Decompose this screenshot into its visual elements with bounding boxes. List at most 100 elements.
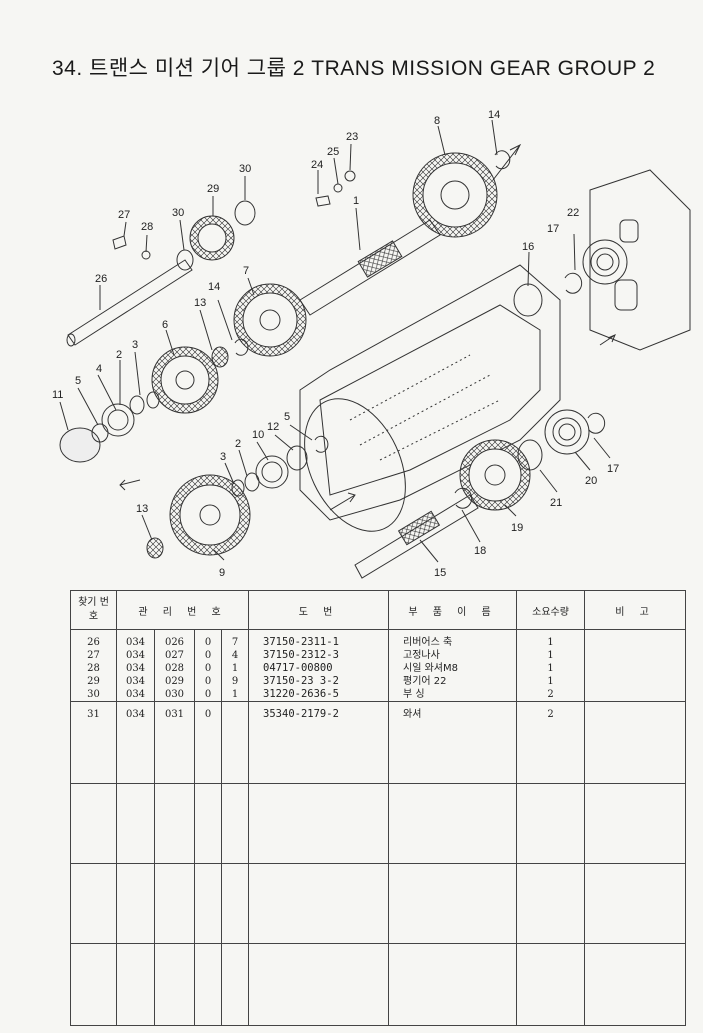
callout-16: 16 <box>522 241 534 253</box>
callout-14b: 14 <box>208 281 220 293</box>
table-cell-drawing: 31220-2636-5 <box>263 688 339 700</box>
table-cell-c2: 026 <box>164 637 185 648</box>
table-cell-qty: 1 <box>547 650 554 661</box>
callout-2: 2 <box>116 349 122 361</box>
callout-15: 15 <box>434 567 446 579</box>
callout-4: 4 <box>96 363 102 375</box>
table-row-empty <box>70 783 687 864</box>
table-cell-name: 평기어 22 <box>403 676 447 687</box>
table-cell-c3: 0 <box>194 701 222 784</box>
header-drawing-no: 도 번 <box>248 590 390 630</box>
table-cell-ref: 28 <box>87 663 100 674</box>
table-cell-qty: 1 <box>547 663 554 674</box>
table-cell-c1: 034 <box>125 663 146 674</box>
bearing-4 <box>101 403 135 437</box>
table-cell-ref: 27 <box>87 650 100 661</box>
header-qty: 소요수량 <box>516 590 586 630</box>
table-cell-c2: 028 <box>164 663 185 674</box>
table-cell-c3: 0 <box>204 663 212 674</box>
callout-2b: 2 <box>235 438 241 450</box>
header-ref-no: 찾기 번호 <box>70 590 117 630</box>
table-cell-c4: 9 <box>231 676 239 687</box>
callout-17: 17 <box>547 223 559 235</box>
table-cell-drawing: 04717-00800 <box>263 662 333 674</box>
gear-29 <box>189 215 235 261</box>
table-cell-c2: 027 <box>164 650 185 661</box>
table-cell-name: 리버어스 축 <box>403 637 453 648</box>
table-cell-name: 시일 와셔M8 <box>403 663 459 674</box>
callout-1: 1 <box>353 195 359 207</box>
callout-9: 9 <box>219 567 225 579</box>
bearing-20 <box>544 409 590 455</box>
callout-10: 10 <box>252 429 264 441</box>
callout-11: 11 <box>52 389 63 401</box>
reverse-shaft <box>66 259 193 347</box>
table-cell-qty: 2 <box>547 689 554 700</box>
gear-7 <box>233 283 307 357</box>
exploded-parts-diagram: 1 2 3 4 5 6 7 8 9 10 11 12 13 14 15 16 1… <box>52 109 691 579</box>
table-cell-c3: 0 <box>204 650 212 661</box>
callout-30: 30 <box>239 163 251 175</box>
table-row-empty <box>70 943 687 1026</box>
bearing-22 <box>582 239 628 285</box>
table-cell-ref: 31 <box>70 701 117 784</box>
callout-13: 13 <box>194 297 206 309</box>
gear-9 <box>169 474 251 556</box>
table-cell-c3: 0 <box>204 637 212 648</box>
gear-6 <box>151 346 219 414</box>
table-cell-drawing: 37150-2311-1 <box>263 636 339 648</box>
table-cell-remarks <box>584 629 687 702</box>
callout-19: 19 <box>511 522 523 534</box>
callout-23: 23 <box>346 131 358 143</box>
table-cell-ref: 29 <box>87 676 100 687</box>
table-cell-drawing: 37150-23 3-2 <box>263 675 339 687</box>
table-cell-c4: 1 <box>231 689 239 700</box>
callout-5: 5 <box>75 375 81 387</box>
callout-5b: 5 <box>284 411 290 423</box>
table-cell-qty: 1 <box>547 637 554 648</box>
gear-19 <box>459 439 531 511</box>
callout-17b: 17 <box>607 463 619 475</box>
table-cell-name: 고정나사 <box>403 650 440 661</box>
callout-3b: 3 <box>220 451 226 463</box>
header-part-name: 부 품 이 름 <box>388 590 518 630</box>
main-shaft <box>299 219 441 316</box>
table-cell-c2: 029 <box>164 676 185 687</box>
callout-7: 7 <box>243 265 249 277</box>
table-cell-c1: 034 <box>125 637 146 648</box>
table-cell-c1: 034 <box>116 701 155 784</box>
callout-18: 18 <box>474 545 486 557</box>
table-cell-remarks <box>584 701 687 784</box>
table-cell-ref: 26 <box>87 637 100 648</box>
table-cell-c1: 034 <box>125 650 146 661</box>
callout-28: 28 <box>141 221 153 233</box>
parts-table: 찾기 번호 관 리 번 호 도 번 부 품 이 름 소요수량 비 고 26 27… <box>70 590 687 1026</box>
table-cell-c3: 0 <box>204 689 212 700</box>
gear-8 <box>412 152 498 238</box>
callout-8: 8 <box>434 115 440 127</box>
callout-3: 3 <box>132 339 138 351</box>
callout-30b: 30 <box>172 207 184 219</box>
table-cell-qty: 2 <box>516 701 586 784</box>
table-cell-c3: 0 <box>204 676 212 687</box>
table-row-group-2: 31 034 031 0 35340-2179-2 와셔 2 <box>70 701 687 784</box>
callout-22: 22 <box>567 207 579 219</box>
callout-14: 14 <box>488 109 500 121</box>
bearing-10 <box>255 455 289 489</box>
header-remarks: 비 고 <box>584 590 687 630</box>
table-cell-name: 부 싱 <box>403 689 425 700</box>
callout-12: 12 <box>267 421 279 433</box>
callout-26: 26 <box>95 273 107 285</box>
callout-labels: 1 2 3 4 5 6 7 8 9 10 11 12 13 14 15 16 1… <box>52 109 619 579</box>
table-cell-name: 와셔 <box>388 701 518 784</box>
transmission-housing <box>299 169 691 532</box>
table-cell-ref: 30 <box>87 689 100 700</box>
callout-25: 25 <box>327 146 339 158</box>
table-cell-c2: 031 <box>154 701 195 784</box>
callout-29: 29 <box>207 183 219 195</box>
table-cell-c2: 030 <box>164 689 185 700</box>
callout-27: 27 <box>118 209 130 221</box>
callout-6: 6 <box>162 319 168 331</box>
table-cell-c4 <box>220 701 250 784</box>
table-cell-c1: 034 <box>125 676 146 687</box>
